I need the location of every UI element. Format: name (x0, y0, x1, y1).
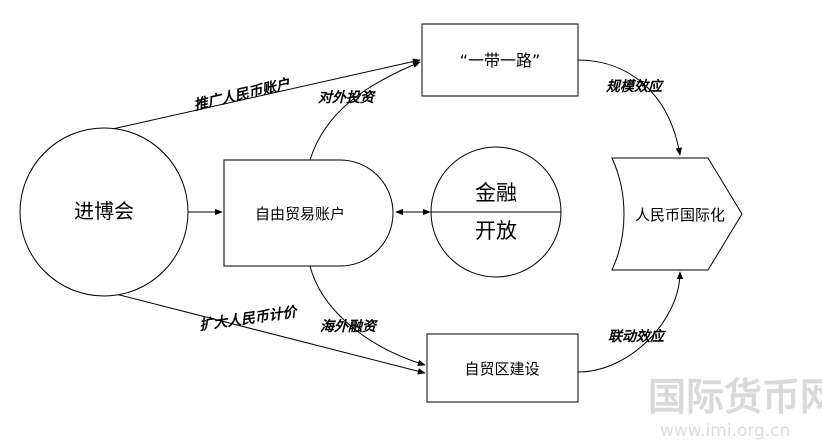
edge-ftz-build-to-rmb-intl (577, 271, 684, 373)
node-rmb-intl-shape (611, 157, 743, 271)
node-expo-circle (19, 127, 189, 297)
label-scale-effect: 规模效应 (605, 78, 665, 95)
node-ftz-build-box (426, 333, 579, 403)
node-expo-label: 进博会 (74, 199, 134, 223)
edge-belt-road-to-rmb-intl (577, 59, 682, 156)
label-expand-rmb-pricing: 扩大人民币计价 (198, 303, 299, 334)
edge-expo-to-belt-road (107, 58, 421, 131)
label-linkage-effect: 联动效应 (608, 328, 667, 345)
nodes: 进博会 自由贸易账户 金融 开放 “一带一路” 自贸区建设 人民币国际化 (19, 23, 743, 403)
edge-account-to-ftz-build (309, 265, 426, 366)
label-outward-investment: 对外投资 (318, 89, 377, 106)
watermark-url: www.imi.org.cn (660, 421, 790, 441)
edge-account-to-belt-road (309, 61, 421, 161)
node-rmb-intl-label: 人民币国际化 (635, 206, 725, 224)
edges (107, 58, 684, 375)
node-belt-road-label: “一带一路” (460, 51, 541, 70)
node-finance-open-label-line2: 开放 (475, 219, 517, 243)
node-belt-road-box (421, 23, 579, 97)
label-overseas-financing: 海外融资 (320, 318, 379, 335)
node-ftz-account-label: 自由贸易账户 (255, 205, 345, 223)
node-ftz-account-shape (223, 159, 394, 267)
watermark: 国际货币网 www.imi.org.cn (648, 374, 822, 441)
node-ftz-build-label: 自贸区建设 (464, 360, 539, 378)
edge-expo-to-ftz-build (107, 291, 426, 375)
node-finance-open-label-line1: 金融 (475, 181, 517, 205)
watermark-site-name: 国际货币网 (648, 374, 822, 419)
label-promote-rmb-account: 推广人民币账户 (192, 75, 292, 114)
